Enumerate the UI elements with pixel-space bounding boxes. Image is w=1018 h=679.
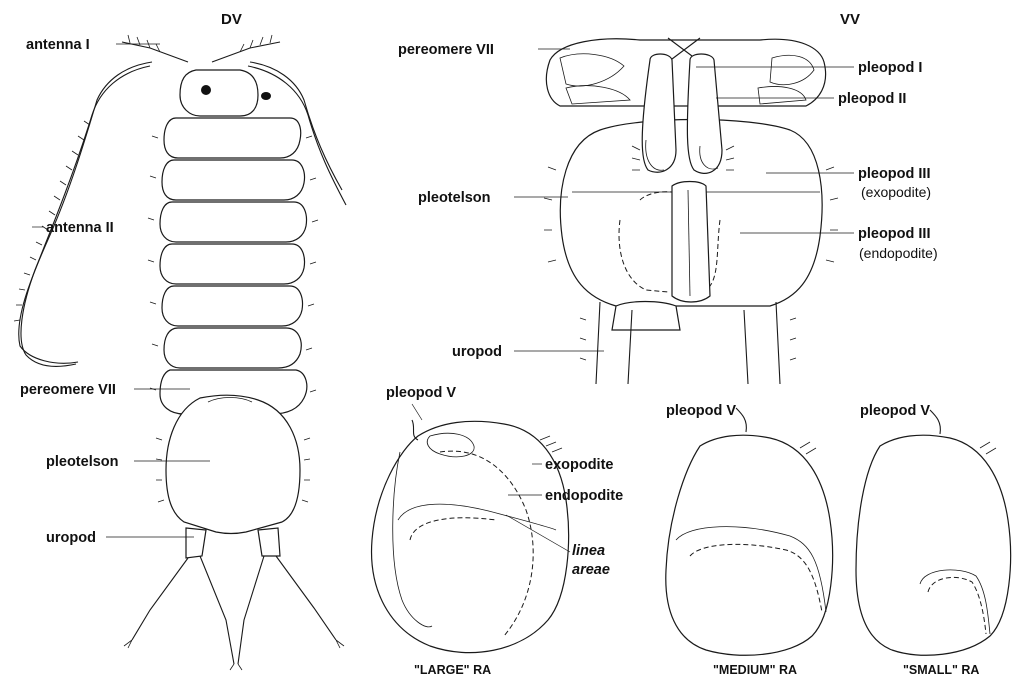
- large-ra-pleopod-outline: [372, 421, 569, 652]
- label-large-exopodite: exopodite: [545, 457, 613, 473]
- label-medium-pleopod-v: pleopod V: [666, 403, 736, 419]
- label-endopodite-part: (endopodite): [859, 245, 938, 261]
- label-linea: linea: [572, 543, 605, 559]
- dorsal-view-panel: DV: [14, 11, 346, 670]
- medium-ra-pleopod-outline: [666, 435, 833, 655]
- label-antenna-ii: antenna II: [46, 220, 114, 236]
- label-small-pleopod-v: pleopod V: [860, 403, 930, 419]
- label-uropod-dorsal: uropod: [46, 530, 96, 546]
- dorsal-view-title: DV: [221, 11, 242, 28]
- label-pleopod-iii-endopodite: pleopod III: [858, 226, 931, 242]
- label-pereomere-vii-dorsal: pereomere VII: [20, 382, 116, 398]
- caption-medium-ra: "MEDIUM" RA: [713, 663, 797, 677]
- ventral-view-panel: VV: [398, 11, 938, 384]
- label-antenna-i: antenna I: [26, 37, 90, 53]
- label-pleopod-i: pleopod I: [858, 60, 922, 76]
- label-pleotelson-ventral: pleotelson: [418, 190, 491, 206]
- leader-large-pleopod-v: [412, 404, 422, 420]
- large-ra-panel: pleopod V exopodite endopodite linea are…: [372, 385, 624, 677]
- label-areae: areae: [572, 562, 610, 578]
- ventral-pereomere-vii: [546, 38, 825, 106]
- caption-small-ra: "SMALL" RA: [903, 663, 979, 677]
- dorsal-eye-left: [201, 85, 211, 95]
- caption-large-ra: "LARGE" RA: [414, 663, 491, 677]
- label-pereomere-vii-ventral: pereomere VII: [398, 42, 494, 58]
- dorsal-pereomeres: [148, 118, 318, 414]
- small-ra-panel: pleopod V "SMALL" RA: [856, 403, 1011, 677]
- ventral-view-title: VV: [840, 11, 860, 28]
- dorsal-eye-right: [261, 92, 271, 100]
- small-ra-pleopod-outline: [856, 435, 1011, 655]
- label-large-endopodite: endopodite: [545, 488, 623, 504]
- label-pleopod-ii: pleopod II: [838, 91, 906, 107]
- dorsal-pleotelson: [166, 395, 300, 533]
- label-large-pleopod-v: pleopod V: [386, 385, 456, 401]
- label-pleopod-iii-exopodite: pleopod III: [858, 166, 931, 182]
- dorsal-uropods: [124, 528, 344, 670]
- antenna-i-drawing: [122, 35, 280, 62]
- label-uropod-ventral: uropod: [452, 344, 502, 360]
- label-exopodite-part: (exopodite): [861, 184, 931, 200]
- label-pleotelson-dorsal: pleotelson: [46, 454, 119, 470]
- medium-ra-panel: pleopod V "MEDIUM" RA: [666, 403, 833, 677]
- dorsal-head: [180, 70, 258, 116]
